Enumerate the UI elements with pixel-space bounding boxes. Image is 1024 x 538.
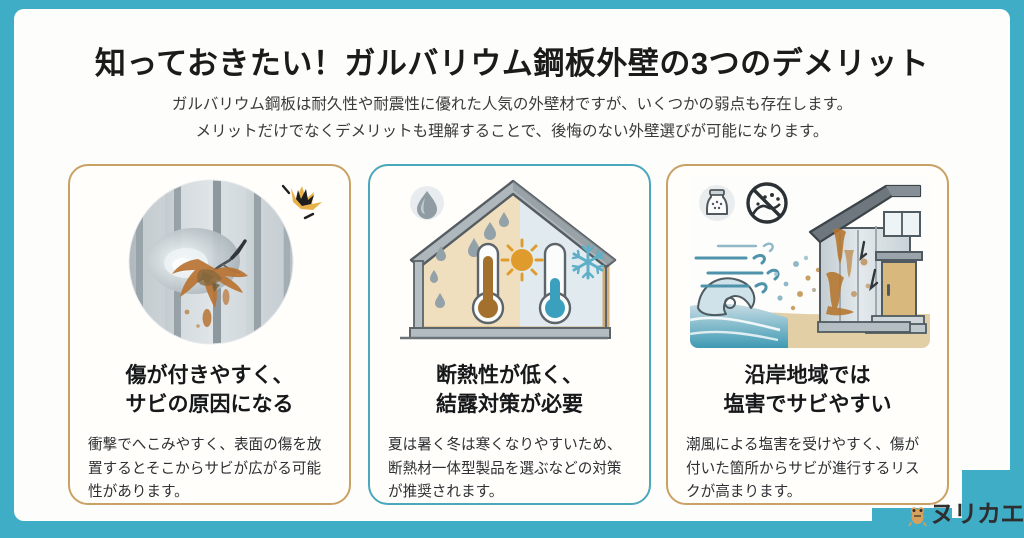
card-title: 断熱性が低く、 結露対策が必要 bbox=[370, 362, 649, 420]
thermometer-hot-icon bbox=[471, 242, 505, 325]
card-insulation-condensation[interactable]: 断熱性が低く、 結露対策が必要 夏は暑く冬は寒くなりやすいため、断熱材一体型製品… bbox=[368, 164, 651, 505]
card-title-line-2: 塩害でサビやすい bbox=[723, 392, 892, 416]
snowflake-icon bbox=[571, 244, 605, 280]
frog-mascot-icon bbox=[908, 505, 927, 526]
salt-shaker-icon bbox=[699, 185, 735, 221]
illustration-coastal-house bbox=[668, 166, 947, 358]
card-title: 傷が付きやすく、 サビの原因になる bbox=[70, 362, 349, 420]
card-title: 沿岸地域では 塩害でサビやすい bbox=[668, 362, 947, 420]
card-title-line-2: サビの原因になる bbox=[125, 392, 294, 416]
wind-icon bbox=[694, 254, 780, 294]
card-body: 夏は暑く冬は寒くなりやすいため、断熱材一体型製品を選ぶなどの対策が推奨されます。 bbox=[388, 437, 622, 501]
page-subtitle: ガルバリウム鋼板は耐久性や耐震性に優れた人気の外壁材ですが、いくつかの弱点も存在… bbox=[0, 92, 1024, 145]
sun-icon bbox=[500, 238, 544, 282]
water-drop-icon bbox=[410, 186, 444, 220]
card-coastal-salt-damage[interactable]: 沿岸地域では 塩害でサビやすい 潮風による塩害を受けやすく、傷が付いた箇所からサ… bbox=[666, 164, 949, 505]
subtitle-line-2: メリットだけでなくデメリットも理解することで、後悔のない外壁選びが可能になります… bbox=[195, 122, 829, 140]
cards-container: 傷が付きやすく、 サビの原因になる 衝撃でへこみやすく、表面の傷を放置するとそこ… bbox=[0, 164, 1024, 509]
page-title: 知っておきたい！ガルバリウム鋼板外壁の3つのデメリット bbox=[94, 46, 930, 81]
impact-star-icon bbox=[281, 184, 322, 220]
decoration-bar-left bbox=[0, 0, 14, 538]
illustration-dented-siding bbox=[70, 166, 349, 358]
card-title-line-2: 結露対策が必要 bbox=[436, 392, 583, 416]
card-scratch-rust[interactable]: 傷が付きやすく、 サビの原因になる 衝撃でへこみやすく、表面の傷を放置するとそこ… bbox=[68, 164, 351, 505]
card-title-line-1: 沿岸地域では bbox=[744, 364, 871, 387]
card-title-line-1: 傷が付きやすく、 bbox=[125, 364, 294, 387]
no-salt-prohibition-icon bbox=[746, 182, 788, 224]
thermometer-cold-icon bbox=[538, 242, 572, 325]
card-body: 衝撃でへこみやすく、表面の傷を放置するとそこからサビが広がる可能性があります。 bbox=[88, 437, 322, 501]
card-title-line-1: 断熱性が低く、 bbox=[436, 364, 583, 387]
brand-logo[interactable]: ヌリカエ bbox=[908, 503, 1024, 527]
subtitle-line-1: ガルバリウム鋼板は耐久性や耐震性に優れた人気の外壁材ですが、いくつかの弱点も存在… bbox=[171, 96, 853, 113]
card-body: 潮風による塩害を受けやすく、傷が付いた箇所からサビが進行するリスクが高まります。 bbox=[686, 437, 920, 501]
illustration-house-thermal bbox=[370, 166, 649, 358]
logo-text: ヌリカエ bbox=[930, 501, 1024, 528]
